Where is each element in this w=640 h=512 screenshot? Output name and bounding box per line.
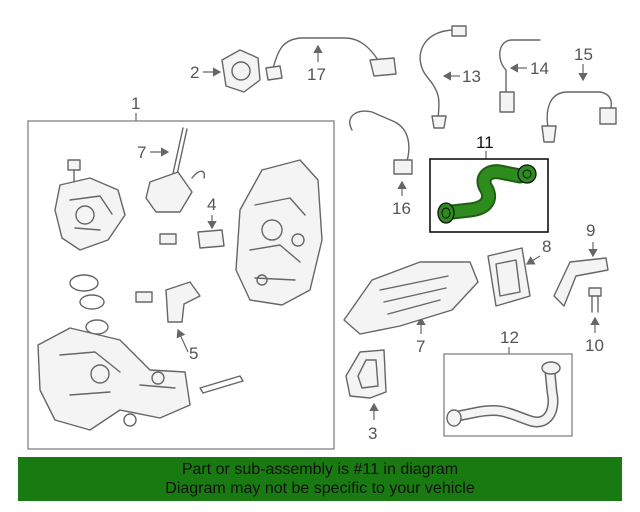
part-5-bolt xyxy=(135,291,153,303)
part-11-clamp-left-inner xyxy=(441,207,451,219)
part-12-clamp-left xyxy=(446,409,462,427)
callout-8-leader xyxy=(525,255,541,265)
part-3-gasket xyxy=(345,349,387,399)
part-12-clamp-top xyxy=(541,361,561,375)
part-10-bolt-head xyxy=(588,287,602,297)
part-13-connector xyxy=(451,25,467,37)
callout-11-group[interactable]: 11 xyxy=(429,133,549,233)
part-6-rod xyxy=(171,127,188,180)
part-3-gasket-inner xyxy=(357,359,379,389)
part-10-bolt-shank xyxy=(591,295,599,313)
callout-5-label: 5 xyxy=(189,344,198,363)
banner-line-1: Part or sub-assembly is #11 in diagram xyxy=(181,461,459,478)
callout-17-label: 17 xyxy=(307,65,326,84)
callout-15-group[interactable]: 15 xyxy=(541,45,617,143)
part-6-wire xyxy=(191,170,206,179)
callout-4-label: 4 xyxy=(207,195,216,214)
part-5-elbow xyxy=(165,281,201,323)
info-banner: Part or sub-assembly is #11 in diagram D… xyxy=(18,457,622,501)
callout-17-group[interactable]: 17 xyxy=(265,37,397,84)
callout-15-label: 15 xyxy=(574,45,593,64)
callout-3-label: 3 xyxy=(368,424,377,443)
parts-diagram: 1 7 4 xyxy=(27,25,617,450)
callout-13-label: 13 xyxy=(462,67,481,86)
part-17-nut xyxy=(265,65,283,81)
callout-8-group[interactable]: 8 xyxy=(487,237,551,307)
part-11-clamp-right-inner xyxy=(522,169,532,179)
part-17-pipe xyxy=(271,37,379,73)
part-7-fins xyxy=(379,275,449,315)
callout-9-group[interactable]: 9 xyxy=(553,221,609,307)
banner-line-2: Diagram may not be specific to your vehi… xyxy=(165,480,475,497)
gasket-rings xyxy=(69,274,109,335)
part-4-bolt xyxy=(159,233,177,245)
part-8-gasket xyxy=(487,247,531,307)
callout-4-group[interactable]: 4 xyxy=(159,195,225,249)
callout-13-group[interactable]: 13 xyxy=(419,25,481,129)
callout-9-label: 9 xyxy=(586,221,595,240)
part-11-clamp-left xyxy=(437,202,455,224)
callout-10-label: 10 xyxy=(585,336,604,355)
callout-2-label: 2 xyxy=(190,63,199,82)
callout-6-label: 7 xyxy=(137,143,146,162)
part-16-pipe xyxy=(349,110,410,169)
part-9-bracket xyxy=(553,257,609,307)
intake-manifold-block xyxy=(235,159,323,306)
part-12-hose xyxy=(454,368,557,426)
part-13-tip xyxy=(431,115,447,129)
part-6-body xyxy=(145,171,193,213)
callout-1-group[interactable]: 1 xyxy=(27,94,335,450)
callout-12-label: 12 xyxy=(500,328,519,347)
callout-3-group[interactable]: 3 xyxy=(345,349,387,443)
callout-8-label: 8 xyxy=(542,237,551,256)
callout-6-group[interactable]: 7 xyxy=(137,127,206,213)
part-11-box xyxy=(429,158,549,233)
stud-bolt xyxy=(199,375,244,394)
part-15-connector xyxy=(599,107,617,125)
callout-5-group[interactable]: 5 xyxy=(135,281,201,363)
part-11-hose xyxy=(446,166,526,218)
callout-11-label: 11 xyxy=(476,133,494,152)
part-8-gasket-inner xyxy=(495,259,521,297)
callout-5-leader xyxy=(176,328,189,353)
part-16-sensor xyxy=(393,159,413,175)
part-15-tip xyxy=(541,125,557,143)
callout-7-group[interactable]: 7 xyxy=(343,261,479,356)
callout-12-group[interactable]: 12 xyxy=(443,328,573,437)
callout-1-label: 1 xyxy=(131,94,140,113)
part-2-flange xyxy=(221,49,261,93)
callout-14-label: 14 xyxy=(530,59,549,78)
part-14-body xyxy=(499,91,515,113)
part-12-box xyxy=(443,353,573,437)
part-2-bore xyxy=(231,61,251,81)
part-14-wire xyxy=(499,39,541,97)
callout-10-group[interactable]: 10 xyxy=(585,287,604,355)
part-17-sensor xyxy=(369,57,397,77)
part-15-wire xyxy=(546,91,612,129)
part-13-wire xyxy=(419,29,456,119)
callout-16-group[interactable]: 16 xyxy=(349,110,413,218)
callout-2-group[interactable]: 2 xyxy=(190,49,261,93)
assembly-1-box xyxy=(27,120,335,450)
callout-7-label: 7 xyxy=(416,337,425,356)
callout-16-label: 16 xyxy=(392,199,411,218)
egr-cooler-base xyxy=(37,327,191,431)
egr-valve-housing xyxy=(54,159,126,251)
part-7-cooler xyxy=(343,261,479,335)
part-4-fitting xyxy=(197,229,225,249)
part-11-clamp-right xyxy=(517,164,537,184)
callout-14-group[interactable]: 14 xyxy=(499,39,549,113)
